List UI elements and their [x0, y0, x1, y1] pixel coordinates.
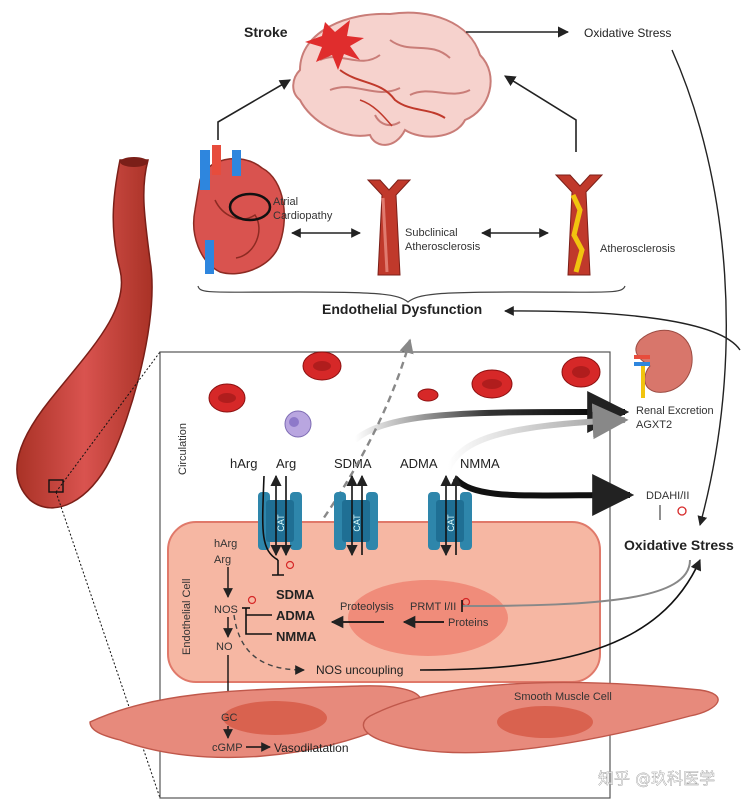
- sdma-in-label: SDMA: [276, 587, 315, 602]
- circulation-label: Circulation: [177, 423, 189, 475]
- arrow-adma-renal: [445, 403, 629, 472]
- arrow-adma-ddah: [452, 474, 635, 517]
- stroke-label: Stroke: [244, 24, 288, 40]
- stroke-burst-icon: [305, 20, 364, 70]
- atherosclerosis-label: Atherosclerosis: [600, 243, 676, 255]
- vasodilatation-label: Vasodilatation: [274, 741, 349, 755]
- arrow-sdma-renal: [353, 390, 630, 443]
- kidney-icon: [634, 329, 693, 398]
- blood-vessel-icon: [16, 159, 153, 509]
- oxidative-stress-right-label: Oxidative Stress: [624, 537, 734, 553]
- arrow-oxidative-to-dysfunction: [504, 306, 741, 351]
- red-blood-cells: [208, 351, 601, 413]
- subclinical-label-1: Subclinical: [405, 227, 458, 239]
- cat-label-1: CAT: [276, 514, 286, 532]
- watermark: 知乎 @玖科医学: [598, 769, 715, 788]
- inhibit-icon: [677, 506, 687, 516]
- atherosclerosis-vessel-icon: [554, 174, 604, 276]
- nos-uncoupling-label: NOS uncoupling: [316, 663, 403, 677]
- renal-excretion-label-2: AGXT2: [636, 419, 672, 431]
- gc-label: GC: [221, 712, 238, 724]
- renal-excretion-label-1: Renal Excretion: [636, 405, 714, 417]
- heart-icon: [193, 145, 285, 275]
- no-label: NO: [216, 641, 233, 653]
- bracket: [197, 285, 626, 303]
- cat-label-2: CAT: [352, 514, 362, 532]
- subclinical-vessel-icon: [366, 179, 412, 276]
- arrow-oxidative-loop: [671, 49, 727, 526]
- nmma-label: NMMA: [460, 456, 500, 471]
- cat-transporter-3: CAT: [428, 492, 472, 550]
- arrow-uncoupling-oxidative: [419, 558, 702, 671]
- nmma-in-label: NMMA: [276, 629, 317, 644]
- cat-label-3: CAT: [446, 514, 456, 532]
- zoom-line-top: [55, 351, 161, 493]
- arrow-heart-to-stroke: [217, 79, 291, 140]
- arrow-oxidative-to-prmt: [461, 559, 691, 607]
- endothelial-cell-label: Endothelial Cell: [181, 579, 193, 655]
- smooth-muscle-label: Smooth Muscle Cell: [514, 691, 612, 703]
- ddahi-label: DDAHI/II: [646, 490, 689, 502]
- arg-in-label: Arg: [214, 554, 231, 566]
- atrial-label-1: Atrial: [273, 196, 298, 208]
- cgmp-label: cGMP: [212, 742, 243, 754]
- adma-label: ADMA: [400, 456, 438, 471]
- harg-in-label: hArg: [214, 538, 237, 550]
- endothelial-dysfunction-label: Endothelial Dysfunction: [322, 301, 482, 317]
- zoom-line-bottom: [55, 491, 161, 799]
- prmt-label: PRMT I/II: [410, 601, 456, 613]
- proteolysis-label: Proteolysis: [340, 601, 394, 613]
- sdma-label: SDMA: [334, 456, 372, 471]
- arrow-athero-to-stroke: [504, 75, 577, 152]
- proteins-label: Proteins: [448, 617, 489, 629]
- subclinical-label-2: Atherosclerosis: [405, 241, 481, 253]
- oxidative-stress-top-label: Oxidative Stress: [584, 26, 671, 40]
- cat-transporter-2: CAT: [334, 492, 378, 550]
- harg-label: hArg: [230, 456, 257, 471]
- nos-label: NOS: [214, 604, 238, 616]
- arg-label: Arg: [276, 456, 296, 471]
- adma-in-label: ADMA: [276, 608, 316, 623]
- atrial-label-2: Cardiopathy: [273, 210, 333, 222]
